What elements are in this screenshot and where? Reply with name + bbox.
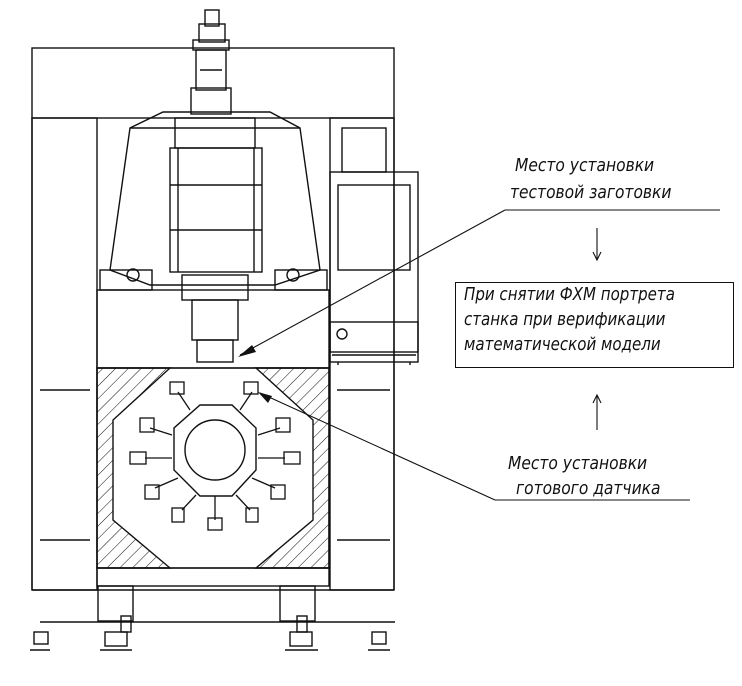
condition-box: При снятии ФХМ портрета станка при вериф…	[455, 282, 734, 368]
leader-lines	[239, 209, 720, 501]
spindle-head	[109, 111, 321, 363]
machine-frame	[31, 47, 395, 591]
condition-line2: станка при верификации	[464, 310, 666, 330]
condition-line1: При снятии ФХМ портрета	[464, 285, 675, 305]
label-test-blank-line2: тестовой заготовки	[510, 182, 672, 203]
carriage	[96, 268, 330, 369]
flow-arrows	[592, 228, 602, 430]
tool-turret	[129, 381, 301, 531]
arrow-heads	[238, 345, 272, 403]
rotary-table-housing	[96, 367, 330, 587]
leveling-feet	[30, 585, 395, 651]
condition-line3: математической модели	[464, 335, 661, 355]
label-test-blank-line1: Место установки	[515, 155, 655, 176]
label-sensor-line1: Место установки	[508, 453, 648, 474]
label-sensor-line2: готового датчика	[516, 478, 661, 499]
spindle-motor	[190, 9, 232, 115]
control-cabinet	[329, 127, 419, 365]
